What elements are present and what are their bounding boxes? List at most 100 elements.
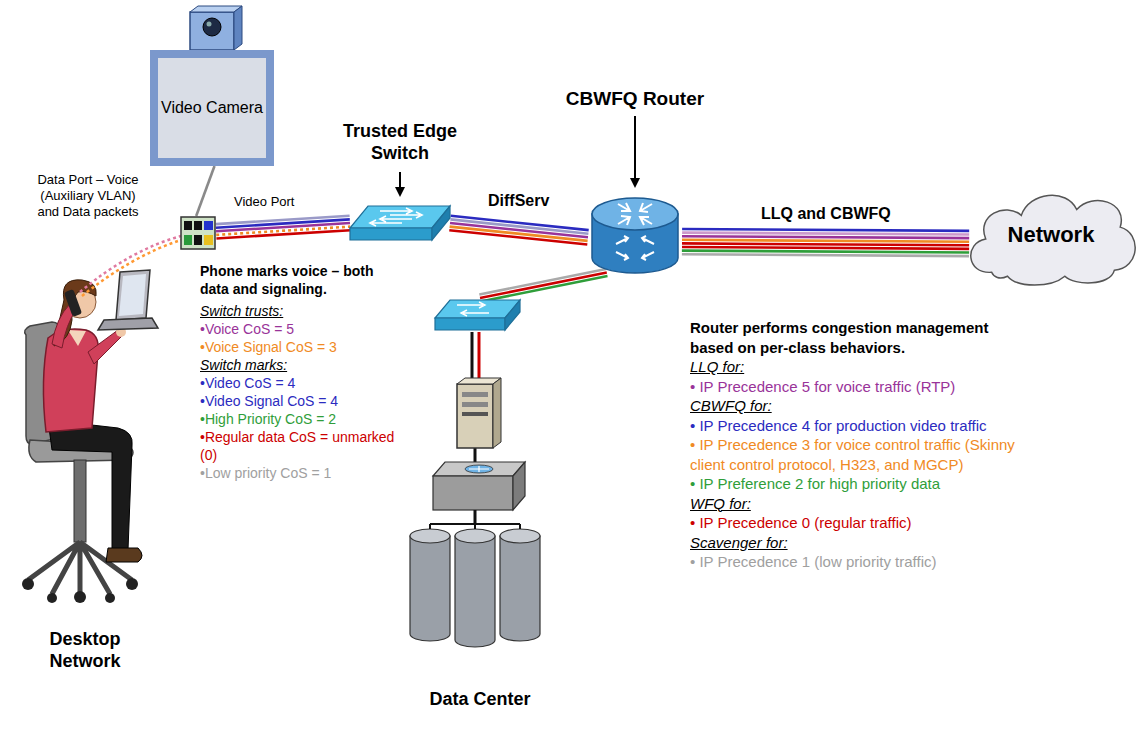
- data-center-equipment-part: [410, 536, 450, 641]
- data-center-equipment-part: [471, 332, 474, 384]
- annotation-text: • IP Preference 2 for high priority data: [690, 474, 1015, 494]
- data-center-equipment-part: [465, 465, 493, 473]
- person-illustration-part: [126, 578, 138, 590]
- link-line: [450, 227, 588, 241]
- data-center-equipment-part: [433, 476, 513, 510]
- data-center-equipment-part: [457, 384, 493, 448]
- link-line: [682, 251, 969, 253]
- device-label: Trusted Edge Switch: [338, 120, 462, 164]
- annotation-text: LLQ for:: [690, 357, 1015, 377]
- router: CBWFQ Router: [588, 190, 682, 276]
- link-bundle: [449, 216, 588, 245]
- link-line: [216, 230, 350, 238]
- link-bundle: [682, 229, 969, 256]
- person-illustration-part: [68, 330, 86, 346]
- ip-phone-icon-part: [194, 221, 202, 230]
- data-center-equipment-part: [462, 412, 488, 416]
- annotation-text: Phone marks voice – both data and signal…: [200, 262, 405, 298]
- link-line: [682, 233, 969, 235]
- port-label: Data Port – Voice (Auxiliary VLAN) and D…: [30, 172, 146, 220]
- camera-lens: [190, 6, 242, 50]
- link-line: [479, 269, 606, 295]
- person-illustration-part: [106, 548, 142, 562]
- ip-phone-icon: [180, 216, 216, 250]
- data-center-equipment-part: [469, 466, 489, 472]
- area-label: Desktop Network: [20, 628, 150, 672]
- link-line: [449, 230, 587, 244]
- port-label: Video Port: [234, 194, 294, 210]
- annotation-text: •Regular data CoS = unmarked (0): [200, 428, 405, 464]
- person-illustration-part: [88, 330, 122, 364]
- annotation-text: Router performs congestion management ba…: [690, 318, 1015, 357]
- link-label: DiffServ: [485, 192, 552, 210]
- annotation-text: Switch trusts:: [200, 302, 405, 320]
- person-illustration-part: [82, 240, 181, 296]
- annotation-text: Scavenger for:: [690, 533, 1015, 553]
- data-center-equipment-part: [493, 378, 501, 448]
- link-line: [196, 166, 214, 216]
- person-illustration-part: [22, 578, 34, 590]
- link-bundle: [216, 216, 351, 239]
- data-center-equipment-part: [474, 448, 477, 462]
- annotation-text: •Video Signal CoS = 4: [200, 392, 405, 410]
- person-illustration: [22, 236, 181, 603]
- camera-lens-part: [190, 6, 242, 12]
- camera-lens-part: [234, 6, 242, 50]
- person-illustration-part: [116, 270, 150, 320]
- data-center-equipment-part: [478, 332, 481, 384]
- leader-arrow: [634, 116, 636, 186]
- person-illustration-part: [48, 420, 132, 550]
- camera-box: Video Camera: [150, 50, 274, 166]
- ip-phone-icon-part: [204, 235, 213, 245]
- annotation-text: •Voice Signal CoS = 3: [200, 338, 405, 356]
- leader-arrow: [399, 172, 401, 195]
- data-center-equipment-part: [455, 536, 495, 647]
- data-center-equipment: [395, 298, 565, 718]
- cloud-label: Network: [1008, 222, 1095, 248]
- data-center-equipment-part: [500, 529, 540, 543]
- switch-icon-part: [370, 208, 422, 226]
- annotation-text: • IP Precedence 1 (low priority traffic): [690, 552, 1015, 572]
- link-bundle: [479, 269, 607, 302]
- annotation-text: • IP Precedence 0 (regular traffic): [690, 513, 1015, 533]
- link-line: [682, 240, 969, 242]
- annotation-text: •Voice CoS = 5: [200, 320, 405, 338]
- link-line: [481, 276, 608, 301]
- data-center-equipment-part: [410, 529, 450, 543]
- annotation-text: CBWFQ for:: [690, 396, 1015, 416]
- link-line: [682, 247, 969, 249]
- annotation-text: WFQ for:: [690, 494, 1015, 514]
- data-center-equipment-part: [513, 462, 525, 510]
- annotation-text: •Video CoS = 4: [200, 374, 405, 392]
- link-line: [450, 223, 588, 237]
- ip-phone-icon-part: [194, 235, 202, 245]
- router-icon-part: [618, 203, 652, 225]
- router-icon-part: [616, 236, 654, 260]
- link-line: [480, 273, 607, 298]
- person-illustration-part: [43, 329, 98, 432]
- data-center-equipment-part: [457, 302, 489, 316]
- switch-icon-part: [432, 206, 450, 240]
- camera-lens-part: [190, 12, 234, 50]
- link-line: [682, 236, 969, 238]
- camera-lens-part: [203, 18, 221, 36]
- annotation-text: •Low priority CoS = 1: [200, 464, 405, 482]
- network-cloud-part: [971, 195, 1135, 285]
- link-line: [682, 229, 969, 231]
- edge-switch: Trusted Edge Switch: [350, 198, 450, 248]
- camera-lens-part: [207, 22, 212, 27]
- device-label: CBWFQ Router: [528, 88, 742, 110]
- data-center-equipment-part: [429, 524, 431, 529]
- annotation-text: • IP Precedence 3 for voice control traf…: [690, 435, 1015, 474]
- network-cloud-node: Network: [962, 182, 1140, 288]
- ip-phone-icon-part: [204, 221, 213, 230]
- annotation-text: • IP Precedence 5 for voice traffic (RTP…: [690, 377, 1015, 397]
- link-label: LLQ and CBWFQ: [758, 205, 894, 223]
- camera-label: Video Camera: [161, 98, 263, 118]
- data-center-equipment-part: [474, 510, 477, 524]
- annotation-text: •High Priority CoS = 2: [200, 410, 405, 428]
- ip-phone-icon-part: [184, 235, 192, 245]
- person-illustration-part: [105, 593, 115, 603]
- link-line: [682, 254, 969, 256]
